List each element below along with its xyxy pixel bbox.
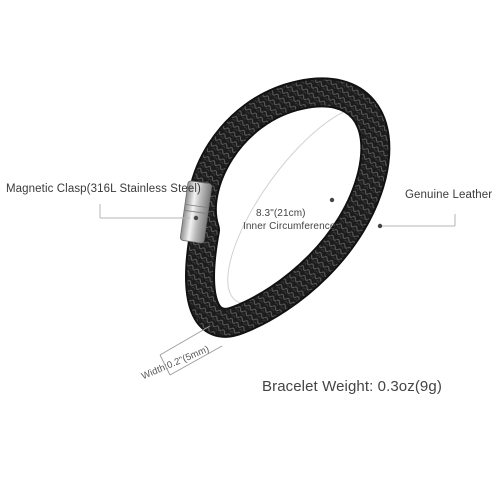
leather-label: Genuine Leather [405,189,493,201]
leather-braid [187,79,389,336]
width-line [169,345,223,376]
leather-dot [377,223,383,229]
weight-label: Bracelet Weight: 0.3oz(9g) [262,378,442,395]
circumference-label: Inner Circumference [243,221,336,232]
width-cap [159,354,171,376]
clasp-dot [193,215,199,221]
circumference-value: 8.3"(21cm) [256,208,306,219]
clasp [179,180,213,244]
width-line [159,325,211,356]
circumference-dot [329,197,335,203]
clasp-label: Magnetic Clasp(316L Stainless Steel) [6,183,201,195]
